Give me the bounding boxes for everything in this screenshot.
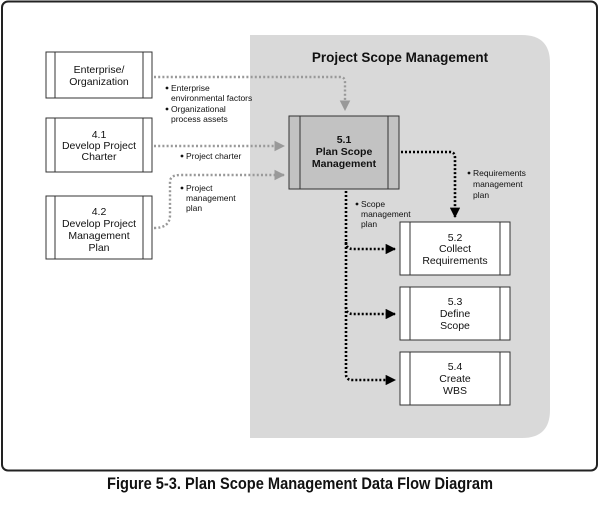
flow-label-line: plan <box>361 219 377 229</box>
box-label-line: Scope <box>440 320 470 332</box>
flow-scope-plan-to-5-2 <box>344 241 397 255</box>
flow-label-scope-plan: Scope management plan <box>355 199 411 229</box>
figure-caption: Figure 5-3. Plan Scope Management Data F… <box>107 474 493 493</box>
flow-label-line: plan <box>473 190 489 200</box>
box-label-line: Develop Project <box>62 218 136 230</box>
box-label-line: 5.1 <box>337 134 352 146</box>
box-label-line: Requirements <box>422 255 487 267</box>
box-label-line: WBS <box>443 385 467 397</box>
flow-label-enterprise: Enterprise environmental factors Organiz… <box>165 83 252 124</box>
group-title: Project Scope Management <box>312 50 489 65</box>
box-label-line: 4.1 <box>92 129 107 141</box>
box-label-line: Management <box>68 230 129 242</box>
flow-label-line: Organizational <box>171 104 226 114</box>
flow-5-1-scope-plan-trunk <box>344 191 397 386</box>
process-box-5-1[interactable]: 5.1 Plan Scope Management <box>288 115 400 190</box>
flow-label-line: environmental factors <box>171 93 252 103</box>
process-box-5-3[interactable]: 5.3 Define Scope <box>399 286 511 341</box>
flow-label-line: Requirements <box>473 168 526 178</box>
flow-label-line: Enterprise <box>171 83 210 93</box>
flow-label-line: management <box>361 209 411 219</box>
box-label-line: 5.2 <box>448 232 463 244</box>
flow-5-1-to-5-2-requirements <box>401 150 461 219</box>
box-label-line: Management <box>312 158 377 170</box>
box-label-line: 5.3 <box>448 296 463 308</box>
box-label-line: Develop Project <box>62 140 136 152</box>
box-label-line: Collect <box>439 243 471 255</box>
process-box-5-4[interactable]: 5.4 Create WBS <box>399 351 511 406</box>
box-label-line: Define <box>440 308 471 320</box>
box-label-line: 5.4 <box>448 361 463 373</box>
process-box-enterprise[interactable]: Enterprise/ Organization <box>45 51 153 99</box>
flow-label-line: management <box>186 193 236 203</box>
box-label-line: Enterprise/ <box>74 64 125 76</box>
process-box-5-2[interactable]: 5.2 Collect Requirements <box>399 221 511 276</box>
flow-scope-plan-to-5-3 <box>344 306 397 320</box>
flow-label-requirements-plan: Requirements management plan <box>467 168 526 200</box>
flow-label-pmp: Project management plan <box>180 183 236 213</box>
flow-label-line: management <box>473 179 523 189</box>
box-label-line: Create <box>439 373 471 385</box>
box-label-line: 4.2 <box>92 206 107 218</box>
box-label-line: Plan <box>88 242 109 254</box>
box-label-line: Charter <box>81 151 117 163</box>
flow-label-line: Project <box>186 183 213 193</box>
flow-label-line: Project charter <box>186 151 241 161</box>
flow-label-line: plan <box>186 203 202 213</box>
box-label-line: Organization <box>69 76 129 88</box>
flow-label-line: Scope <box>361 199 385 209</box>
flow-label-line: process assets <box>171 114 228 124</box>
box-label-line: Plan Scope <box>316 146 373 158</box>
flow-enterprise-to-5-1 <box>154 75 351 112</box>
flow-label-charter: Project charter <box>180 151 241 161</box>
flow-pmp-to-5-1 <box>153 169 286 230</box>
process-box-4-2[interactable]: 4.2 Develop Project Management Plan <box>45 195 153 260</box>
process-box-4-1[interactable]: 4.1 Develop Project Charter <box>45 117 153 173</box>
